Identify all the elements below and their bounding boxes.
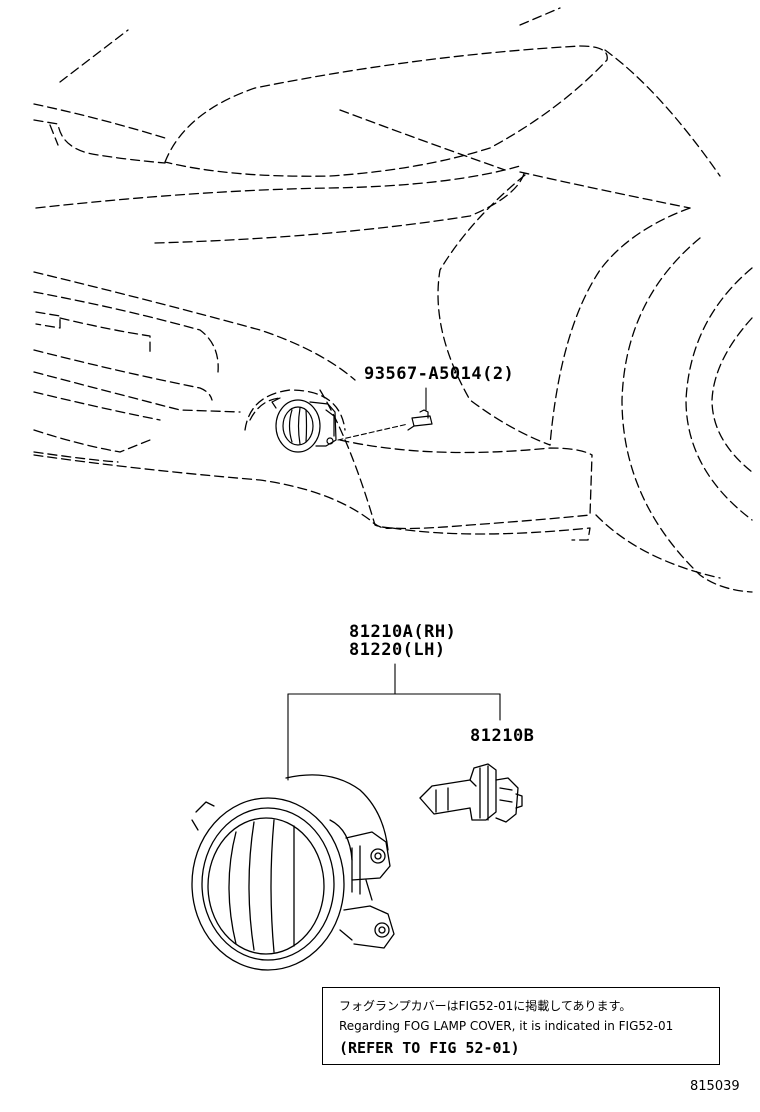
note-english: Regarding FOG LAMP COVER, it is indicate… — [339, 1019, 674, 1033]
bulb-part — [419, 763, 523, 823]
note-box: フォグランプカバーはFIG52-01に掲載してあります。 Regarding F… — [322, 987, 720, 1065]
note-japanese: フォグランプカバーはFIG52-01に掲載してあります。 — [339, 999, 632, 1013]
note-refer: (REFER TO FIG 52-01) — [339, 1039, 520, 1057]
clip-part-number: 93567-A5014(2) — [364, 364, 515, 384]
vehicle-body-outline — [33, 7, 753, 593]
clip-part — [407, 409, 433, 431]
fog-lamp-lh-part-number: 81220(LH) — [349, 640, 446, 660]
leader-lines — [287, 387, 501, 781]
fog-lamp-assembly — [191, 774, 395, 971]
installed-fog-lamp — [271, 397, 337, 453]
bulb-part-number: 81210B — [470, 726, 535, 746]
page-reference-number: 815039 — [690, 1079, 740, 1094]
fog-lamp-rh-part-number: 81210A(RH) — [349, 622, 457, 642]
